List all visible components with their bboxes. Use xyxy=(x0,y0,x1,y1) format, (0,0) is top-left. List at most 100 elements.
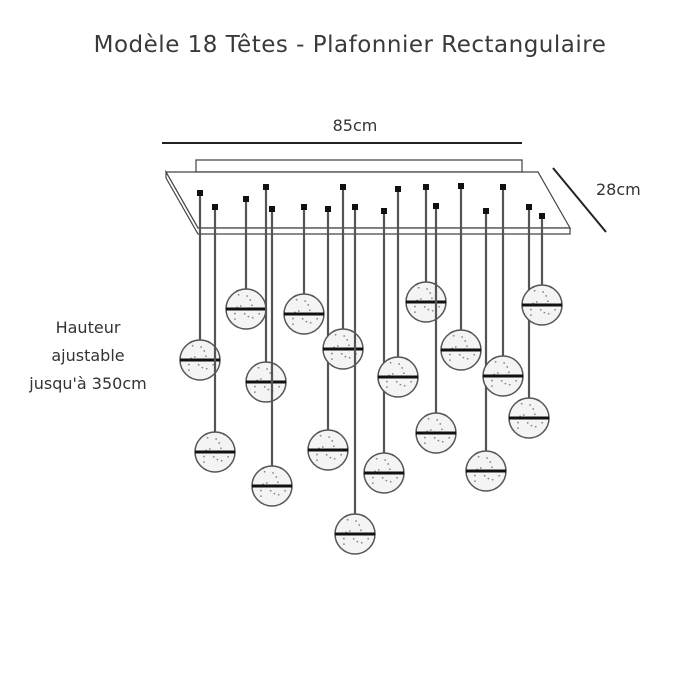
globe-texture-dot xyxy=(316,459,318,462)
globe-texture-dot xyxy=(477,455,480,458)
pendant-canopy xyxy=(197,190,203,196)
globe-texture-dot xyxy=(424,436,426,439)
globe-texture-dot xyxy=(437,439,440,442)
pendant-canopy xyxy=(212,204,218,210)
globe-texture-dot xyxy=(344,355,347,358)
globe-texture-dot xyxy=(542,291,545,293)
globe-texture-dot xyxy=(246,295,249,297)
globe-texture-dot xyxy=(297,310,300,312)
globe-texture-dot xyxy=(343,335,346,337)
ceiling-plate xyxy=(164,159,572,235)
globe-texture-dot xyxy=(234,312,236,315)
pendant-canopy xyxy=(500,184,506,190)
globe-texture-dot xyxy=(334,333,337,336)
globe-texture-dot xyxy=(547,312,550,315)
globe-texture-dot xyxy=(340,453,343,456)
globe-texture-dot xyxy=(533,289,536,292)
globe-texture-dot xyxy=(356,540,359,543)
globe-texture-dot xyxy=(278,385,281,388)
pendant-4 xyxy=(245,184,287,403)
globe-texture-dot xyxy=(352,537,355,540)
globe-texture-dot xyxy=(530,308,532,311)
globe-texture-dot xyxy=(309,309,311,312)
pendant-18 xyxy=(521,213,563,326)
globe-texture-dot xyxy=(386,386,388,389)
globe-texture-dot xyxy=(348,356,351,359)
globe-texture-dot xyxy=(534,425,537,428)
globe-texture-dot xyxy=(203,350,206,352)
globe-texture-dot xyxy=(431,309,434,312)
globe-texture-dot xyxy=(205,367,208,370)
globe-texture-dot xyxy=(441,440,444,443)
globe-texture-dot xyxy=(403,372,405,375)
globe-texture-dot xyxy=(321,446,324,448)
globe-texture-dot xyxy=(508,383,511,386)
globe-texture-dot xyxy=(452,334,455,337)
pendant-canopy xyxy=(433,203,439,209)
page-title: Modèle 18 Têtes - Plafonnier Rectangulai… xyxy=(93,32,607,58)
globe-texture-dot xyxy=(535,301,538,303)
globe-texture-dot xyxy=(491,478,494,481)
pendant-9 xyxy=(334,204,376,555)
pendant-canopy xyxy=(301,204,307,210)
globe-texture-dot xyxy=(419,298,422,300)
globe-texture-dot xyxy=(530,424,533,427)
globe-texture-dot xyxy=(427,308,430,311)
globe-texture-dot xyxy=(316,317,319,320)
globe-texture-dot xyxy=(547,300,549,303)
globe-texture-dot xyxy=(247,315,250,318)
pendant-canopy xyxy=(243,196,249,202)
globe-texture-dot xyxy=(398,363,401,365)
globe-texture-dot xyxy=(309,321,312,324)
globe-texture-dot xyxy=(254,385,256,388)
globe-texture-dot xyxy=(377,469,380,471)
globe-texture-dot xyxy=(506,366,509,368)
globe-texture-dot xyxy=(464,340,467,342)
globe-texture-dot xyxy=(215,438,218,440)
globe-texture-dot xyxy=(426,288,429,290)
globe-texture-dot xyxy=(348,344,350,347)
globe-texture-dot xyxy=(307,304,310,306)
globe-texture-dot xyxy=(517,427,519,430)
globe-texture-dot xyxy=(491,379,493,382)
globe-texture-dot xyxy=(259,378,262,380)
globe-texture-dot xyxy=(188,369,190,372)
height-note: Hauteur ajustable jusqu'à 350cm xyxy=(8,314,168,398)
globe-texture-dot xyxy=(355,520,358,522)
globe-texture-dot xyxy=(387,463,390,465)
globe-texture-dot xyxy=(275,476,278,478)
globe-texture-dot xyxy=(515,379,518,382)
globe-texture-dot xyxy=(517,421,519,424)
globe-texture-dot xyxy=(479,467,482,469)
globe-texture-dot xyxy=(234,318,236,321)
pendant-7 xyxy=(307,206,349,471)
globe-texture-dot xyxy=(254,391,256,394)
globe-texture-dot xyxy=(305,320,308,323)
globe-texture-dot xyxy=(543,311,546,314)
globe-texture-dot xyxy=(429,292,432,294)
globe-texture-dot xyxy=(389,480,392,483)
globe-texture-dot xyxy=(273,492,276,495)
globe-texture-dot xyxy=(212,455,215,458)
globe-texture-dot xyxy=(249,299,252,301)
pendant-8 xyxy=(322,184,364,370)
pendant-3 xyxy=(225,196,267,330)
globe-texture-dot xyxy=(205,355,207,358)
globe-texture-dot xyxy=(360,529,362,532)
pendant-canopy xyxy=(381,208,387,214)
globe-texture-dot xyxy=(258,312,261,315)
globe-texture-dot xyxy=(331,352,333,355)
globe-texture-dot xyxy=(466,357,469,360)
globe-texture-dot xyxy=(220,447,222,450)
pendant-15 xyxy=(465,208,507,492)
pendant-canopy xyxy=(458,183,464,189)
width-dimension-label: 85cm xyxy=(332,116,378,135)
globe-texture-dot xyxy=(494,360,497,363)
pendant-canopy xyxy=(539,213,545,219)
globe-texture-dot xyxy=(304,300,307,302)
globe-texture-dot xyxy=(486,457,489,459)
globe-texture-dot xyxy=(441,428,443,431)
globe-texture-dot xyxy=(325,453,328,456)
globe-texture-dot xyxy=(496,372,499,374)
depth-dimension-label: 28cm xyxy=(596,180,641,199)
